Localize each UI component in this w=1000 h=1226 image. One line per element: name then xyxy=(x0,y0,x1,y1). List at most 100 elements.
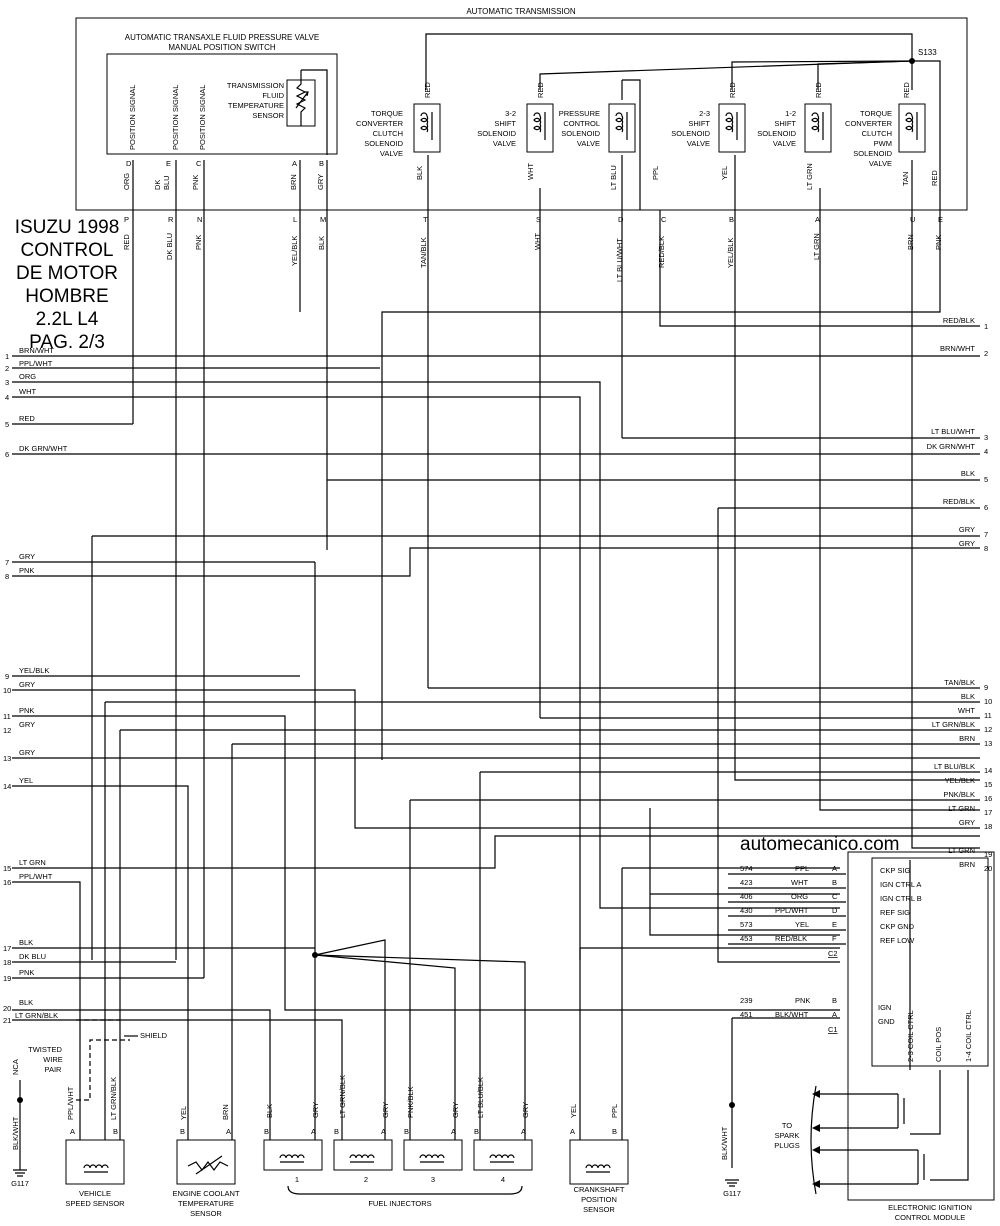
ect-name: SENSOR xyxy=(190,1209,222,1218)
left-wire-color: WHT xyxy=(19,387,36,396)
c1-color: PNK xyxy=(795,996,810,1005)
module-ground-wire: BLK/WHT xyxy=(720,1126,729,1160)
position-signal-3: POSITION SIGNAL xyxy=(198,85,207,150)
injector-coil-icon xyxy=(279,1154,305,1163)
left-wire-color: BRN/WHT xyxy=(19,346,54,355)
c2-color: PPL/WHT xyxy=(775,906,809,915)
valve-header-1: AUTOMATIC TRANSAXLE FLUID PRESSURE VALVE xyxy=(125,33,319,42)
right-pin-number: 15 xyxy=(984,780,992,789)
left-pin-number: 12 xyxy=(3,726,11,735)
solenoid-top-wire: RED xyxy=(902,82,911,98)
right-wire-color: LT BLU/BLK xyxy=(934,762,975,771)
coil-label: COIL POS xyxy=(934,1027,943,1062)
c2-circuit: 573 xyxy=(740,920,753,929)
c2-pin: A xyxy=(832,864,837,873)
trans-color: RED/BLK xyxy=(657,236,666,268)
right-wire-color: WHT xyxy=(958,706,975,715)
solenoid-label: SHIFT xyxy=(688,119,710,128)
transmission-outline xyxy=(75,17,968,211)
inner-color: BRN xyxy=(289,174,298,190)
trans-connector-outside: P R N L M T S D C B A U E RED DK BLU PNK… xyxy=(122,215,943,282)
left-wire-color: YEL xyxy=(19,776,33,785)
ect-thermistor-icon xyxy=(187,1155,229,1175)
shield-label: SHIELD xyxy=(140,1031,168,1040)
right-wire-color: PNK/BLK xyxy=(943,790,975,799)
right-pin-number: 8 xyxy=(984,544,988,553)
solenoid-label: 3-2 xyxy=(505,109,516,118)
trans-pin: M xyxy=(320,215,326,224)
injector-wire: GRY xyxy=(451,1102,460,1118)
c2-label: CKP SIG xyxy=(880,866,910,875)
right-pin-number: 1 xyxy=(984,322,988,331)
trans-color: PNK xyxy=(934,235,943,250)
c2-circuit: 406 xyxy=(740,892,753,901)
trans-pin: R xyxy=(168,215,174,224)
module-name: ELECTRONIC IGNITION xyxy=(888,1203,972,1212)
trans-color: BRN xyxy=(906,234,915,250)
solenoid-label: VALVE xyxy=(773,139,796,148)
injector-pin: A xyxy=(381,1127,386,1136)
left-pin-number: 4 xyxy=(5,393,9,402)
right-pin-number: 4 xyxy=(984,447,988,456)
c2-color: RED/BLK xyxy=(775,934,807,943)
c1-pin: B xyxy=(832,996,837,1005)
solenoid-label: SOLENOID xyxy=(477,129,516,138)
splice-red-12 xyxy=(817,60,913,90)
left-pin-number: 15 xyxy=(3,864,11,873)
inner-pin: B xyxy=(319,159,324,168)
solenoid-tcc-pwm: TORQUE CONVERTER CLUTCH PWM SOLENOID VAL… xyxy=(845,82,926,168)
ground-symbol-icon xyxy=(13,1169,27,1177)
left-pin-number: 8 xyxy=(5,572,9,581)
solenoid-label: CLUTCH xyxy=(862,129,892,138)
left-wire-color: LT GRN/BLK xyxy=(15,1011,58,1020)
right-wire-color: TAN/BLK xyxy=(944,678,975,687)
solenoid-label: VALVE xyxy=(687,139,710,148)
trans-color: WHT xyxy=(533,233,542,250)
solenoid-coil-box xyxy=(804,103,832,153)
vss-name: VEHICLE xyxy=(79,1189,111,1198)
solenoid-label: TORQUE xyxy=(860,109,892,118)
ckp-name: POSITION xyxy=(581,1195,617,1204)
right-pin-number: 19 xyxy=(984,850,992,859)
left-pin-number: 17 xyxy=(3,944,11,953)
solenoid-coil-box xyxy=(608,103,636,153)
vss-pin: B xyxy=(113,1127,118,1136)
left-pin-number: 5 xyxy=(5,420,9,429)
left-wire-color: ORG xyxy=(19,372,36,381)
injector-wire: LT GRN/BLK xyxy=(338,1075,347,1118)
splice-red-23 xyxy=(731,60,913,90)
inner-color: BLK xyxy=(415,166,424,180)
vss-name: SPEED SENSOR xyxy=(65,1199,125,1208)
right-wire-color: BRN xyxy=(959,860,975,869)
crankshaft-position-sensor: A B YEL PPL CRANKSHAFT POSITION SENSOR xyxy=(569,1104,629,1214)
right-pin-number: 12 xyxy=(984,725,992,734)
c2-pin: D xyxy=(832,906,838,915)
left-pin-number: 13 xyxy=(3,754,11,763)
inner-pin: E xyxy=(166,159,171,168)
injector-wire: BLK xyxy=(265,1104,274,1118)
left-pin-number: 14 xyxy=(3,782,11,791)
ignition-coil-1-icon xyxy=(878,1093,905,1129)
inner-color: PNK xyxy=(191,175,200,190)
solenoid-label: 2-3 xyxy=(699,109,710,118)
ignition-control-module: ELECTRONIC IGNITION CONTROL MODULE 574 P… xyxy=(720,851,995,1222)
left-wire-color: PNK xyxy=(19,566,34,575)
title-line: DE MOTOR xyxy=(16,263,118,284)
solenoid-tcc: TORQUE CONVERTER CLUTCH SOLENOID VALVE R… xyxy=(356,82,441,158)
right-wire-color: GRY xyxy=(959,525,975,534)
solenoid-coil-icon xyxy=(533,112,542,133)
automatic-transmission-block: AUTOMATIC TRANSMISSION AUTOMATIC TRANSAX… xyxy=(75,7,968,282)
left-pin-number: 6 xyxy=(5,450,9,459)
solenoid-label: SOLENOID xyxy=(561,129,600,138)
watermark: automecanico.com xyxy=(740,834,899,855)
solenoid-label: VALVE xyxy=(869,159,892,168)
injector-number: 4 xyxy=(501,1175,505,1184)
trans-color: LT GRN xyxy=(812,233,821,260)
right-pin-number: 13 xyxy=(984,739,992,748)
ground-label: G117 xyxy=(11,1179,29,1188)
injector-1: B A BLK GRY 1 xyxy=(263,1102,323,1184)
right-pin-number: 11 xyxy=(984,711,992,720)
c2-pin: C xyxy=(832,892,838,901)
fuel-injectors: B A BLK GRY 1 B A LT GRN/BLK GRY 2 B A P xyxy=(263,1075,533,1208)
solenoid-pressure-control: PRESSURE CONTROL SOLENOID VALVE xyxy=(559,103,636,153)
